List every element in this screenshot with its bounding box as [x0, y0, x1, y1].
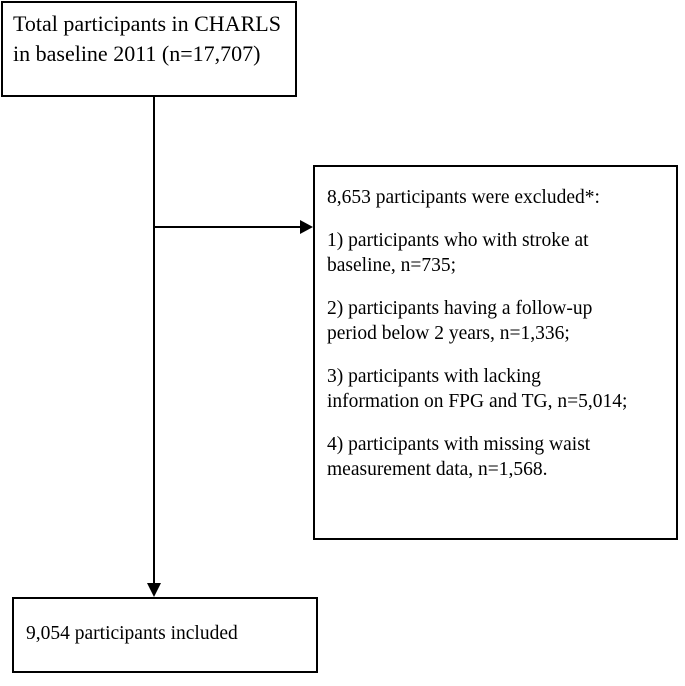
- exclusion-item-1-line-2: baseline, n=735;: [327, 255, 457, 276]
- exclusion-item-2-line-1: 2) participants having a follow-up: [327, 298, 593, 319]
- total-participants-line-2: in baseline 2011 (n=17,707): [13, 41, 261, 66]
- exclusion-item-4-line-1: 4) participants with missing waist: [327, 434, 591, 455]
- exclusion-item-4-line-2: measurement data, n=1,568.: [327, 459, 548, 480]
- exclusion-item-3-line-2: information on FPG and TG, n=5,014;: [327, 391, 628, 412]
- included-participants-text: 9,054 participants included: [26, 623, 238, 644]
- excluded-participants-box: 8,653 participants were excluded*: 1) pa…: [313, 165, 678, 540]
- arrowhead-right: [300, 220, 313, 234]
- arrowhead-down: [147, 583, 161, 597]
- total-participants-line-1: Total participants in CHARLS: [13, 11, 281, 36]
- exclusion-item-2: 2) participants having a follow-up perio…: [327, 296, 676, 346]
- excluded-heading: 8,653 participants were excluded*:: [327, 187, 600, 208]
- included-participants-box: 9,054 participants included: [12, 597, 318, 673]
- exclusion-item-1-line-1: 1) participants who with stroke at: [327, 230, 589, 251]
- exclusion-item-3: 3) participants with lacking information…: [327, 364, 676, 414]
- exclusion-item-1: 1) participants who with stroke at basel…: [327, 228, 676, 278]
- exclusion-item-4: 4) participants with missing waist measu…: [327, 432, 676, 482]
- total-participants-box: Total participants in CHARLS in baseline…: [1, 1, 297, 97]
- exclusion-item-3-line-1: 3) participants with lacking: [327, 366, 541, 387]
- exclusion-item-2-line-2: period below 2 years, n=1,336;: [327, 323, 570, 344]
